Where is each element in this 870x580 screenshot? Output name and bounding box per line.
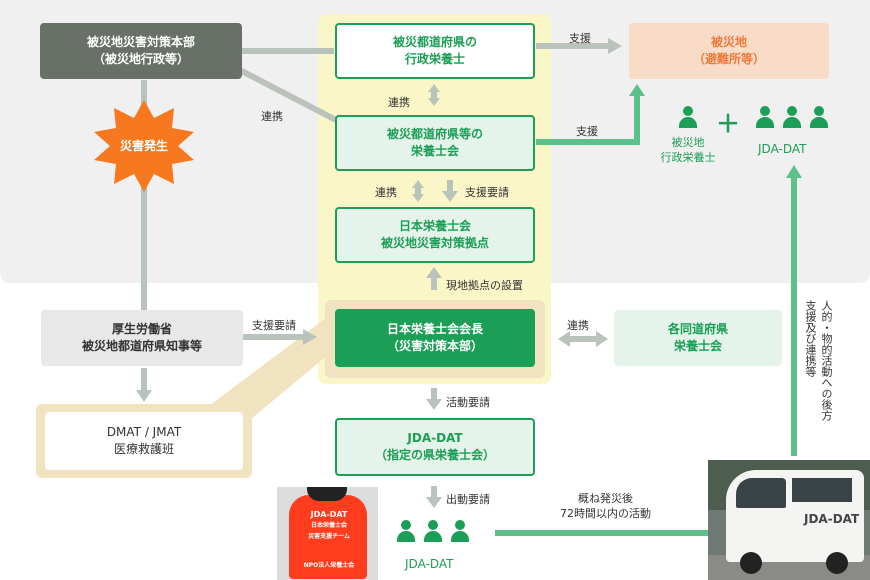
vertical-line1: 後方支援及び連携等 xyxy=(804,300,833,421)
vest-text-2: 日本栄養士会 xyxy=(310,522,347,529)
each-pref-line1: 各同道府県 xyxy=(667,322,728,336)
vest-text-1: JDA-DAT xyxy=(310,510,348,519)
vest-shape xyxy=(289,495,367,579)
pref-assoc-line1: 被災都道府県等の xyxy=(386,127,483,141)
mhlw-line1: 厚生労働省 xyxy=(111,322,172,336)
support-request-label: 支援要請 xyxy=(465,186,509,199)
affected-area-line2: （避難所等） xyxy=(692,52,765,66)
jda-dat-van-photo: JDA-DAT xyxy=(708,460,870,580)
coop-label-mid: 連携 xyxy=(388,96,410,109)
vest-collar xyxy=(307,487,347,501)
person-icon xyxy=(756,106,774,128)
pref-admin-dietitian-box: 被災都道府県の 行政栄養士 xyxy=(335,23,535,79)
van-logo-text: JDA-DAT xyxy=(804,512,860,526)
within-72h-line1: 概ね発災後 xyxy=(578,492,633,505)
jda-base-box: 日本栄養士会 被災地災害対策拠点 xyxy=(335,207,535,263)
local-admin-line2: 行政栄養士 xyxy=(660,151,716,164)
activity-request-label: 活動要請 xyxy=(446,396,490,409)
jda-president-box: 日本栄養士会会長 （災害対策本部） xyxy=(335,309,535,367)
person-icon xyxy=(783,106,801,128)
jda-dat-designated-box: JDA-DAT （指定の県栄養士会） xyxy=(335,418,535,476)
support-request-label-2: 支援要請 xyxy=(252,319,296,332)
coop-label-pair: 連携 xyxy=(375,186,397,199)
person-icon xyxy=(810,106,828,128)
van-wheel-rear xyxy=(826,552,848,574)
jda-president-line1: 日本栄養士会会長 xyxy=(386,322,483,336)
jda-dat-bottom-label: JDA-DAT xyxy=(405,557,454,571)
vertical-line2: 人的・物的活動への xyxy=(820,300,833,399)
van-windshield xyxy=(736,478,786,508)
dmat-line2: 医療救護班 xyxy=(113,442,174,456)
jda-dat-designated-line1: JDA-DAT xyxy=(407,431,463,445)
vest-text: JDA-DAT 日本栄養士会 災害支援チーム NPO法人栄養士会 xyxy=(299,509,359,571)
person-icon xyxy=(679,106,697,128)
pref-dietetic-assoc-box: 被災都道府県等の 栄養士会 xyxy=(335,115,535,171)
within-72h-label: 概ね発災後 72時間以内の活動 xyxy=(560,491,651,521)
mhlw-box: 厚生労働省 被災地都道府県知事等 xyxy=(41,310,243,366)
within-72h-line2: 72時間以内の活動 xyxy=(560,507,651,520)
local-admin-line1: 被災地 xyxy=(671,136,705,149)
jda-president-line2: （災害対策本部） xyxy=(386,339,483,353)
disaster-hq-box: 被災地災害対策本部 （被災地行政等） xyxy=(40,23,242,79)
person-icon xyxy=(424,520,442,542)
local-admin-label: 被災地 行政栄養士 xyxy=(650,133,726,167)
each-pref-line2: 栄養士会 xyxy=(673,339,722,353)
dmat-box: DMAT / JMAT 医療救護班 xyxy=(45,412,243,470)
field-base-label: 現地拠点の設置 xyxy=(446,279,523,292)
jda-dat-top-label: JDA-DAT xyxy=(758,142,807,156)
each-pref-assoc-box: 各同道府県 栄養士会 xyxy=(614,310,782,366)
jda-base-line2: 被災地災害対策拠点 xyxy=(380,236,489,250)
affected-area-line1: 被災地 xyxy=(710,35,747,49)
mhlw-line2: 被災地都道府県知事等 xyxy=(81,339,202,353)
pref-admin-line1: 被災都道府県の xyxy=(392,35,477,49)
disaster-hq-line2: （被災地行政等） xyxy=(92,52,189,66)
van-side-window xyxy=(792,478,852,502)
person-icon xyxy=(397,520,415,542)
disaster-burst-shape xyxy=(94,100,194,192)
affected-area-box: 被災地 （避難所等） xyxy=(629,23,829,79)
disaster-occurrence: 災害発生 xyxy=(104,134,184,158)
coop-label-right: 連携 xyxy=(567,319,589,332)
person-icon xyxy=(451,520,469,542)
jda-dat-designated-line2: （指定の県栄養士会） xyxy=(374,448,495,462)
support-label-2: 支援 xyxy=(576,125,598,138)
vest-text-4: NPO法人栄養士会 xyxy=(303,562,355,569)
disaster-occurrence-label: 災害発生 xyxy=(119,138,168,153)
plus-sign: ＋ xyxy=(716,110,740,138)
dmat-line1: DMAT / JMAT xyxy=(106,425,182,439)
vest-text-3: 災害支援チーム xyxy=(308,533,350,540)
pref-admin-line2: 行政栄養士 xyxy=(404,52,465,66)
van-wheel-front xyxy=(740,552,762,574)
dispatch-request-label: 出動要請 xyxy=(446,493,490,506)
backup-support-vertical-label: 人的・物的活動への後方支援及び連携等 xyxy=(802,300,834,430)
support-label-1: 支援 xyxy=(569,32,591,45)
jda-dat-vest-photo: JDA-DAT 日本栄養士会 災害支援チーム NPO法人栄養士会 xyxy=(277,487,378,580)
disaster-hq-line1: 被災地災害対策本部 xyxy=(86,35,195,49)
coop-label-left: 連携 xyxy=(261,110,283,123)
jda-base-line1: 日本栄養士会 xyxy=(398,219,471,233)
pref-assoc-line2: 栄養士会 xyxy=(410,144,459,158)
